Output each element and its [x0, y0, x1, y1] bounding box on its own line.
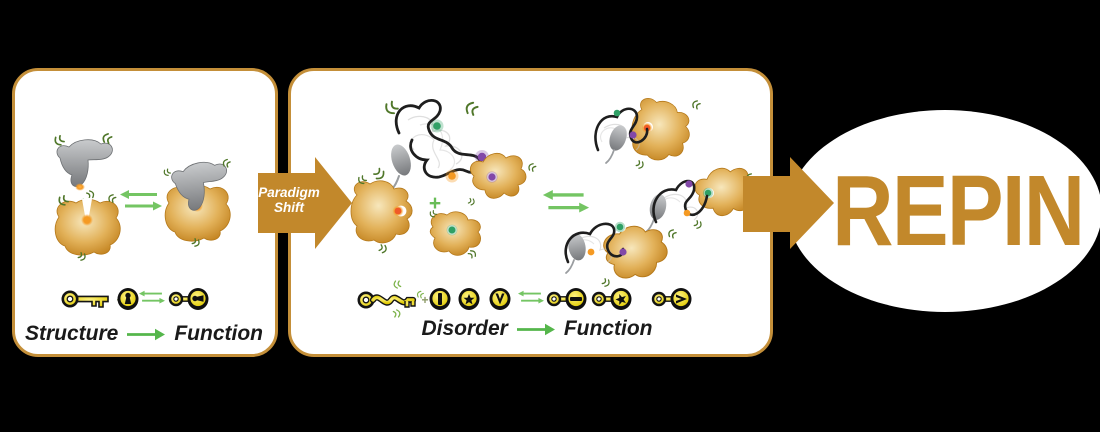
- lock-v-icon: [489, 288, 511, 310]
- equilibrium-arrows-icon: [517, 289, 545, 305]
- key-in-lock-bar-icon: [548, 288, 587, 310]
- lock-bar-icon: [429, 288, 451, 310]
- partner-protein-purple-icon: [467, 152, 537, 207]
- paradigm-shift-arrow: [258, 157, 352, 249]
- plus-icon: +: [421, 293, 428, 307]
- partner-protein-orange-icon: [350, 174, 413, 255]
- key-in-lock-star-icon: [593, 288, 632, 310]
- key-in-lock-icon: [170, 288, 209, 310]
- equilibrium-arrows-icon: [138, 289, 166, 305]
- plus-icon: +: [429, 192, 441, 215]
- disordered-protein-icon: [372, 99, 498, 192]
- equilibrium-arrows-icon: [541, 188, 591, 215]
- repin-arrow-icon: [743, 157, 834, 249]
- fuzzy-complex-bottom-icon: [564, 217, 678, 288]
- partner-protein-green-icon: [428, 209, 481, 260]
- flexible-key-icon: [357, 279, 425, 319]
- fuzzy-complex-top-icon: [594, 94, 702, 170]
- binding-pocket-protein-icon: [54, 193, 121, 262]
- repin-ellipse: [788, 110, 1100, 312]
- equilibrium-arrows-icon: [118, 188, 164, 212]
- key-in-lock-v-icon: [653, 288, 692, 310]
- key-icon: [61, 290, 110, 309]
- lock-icon: [117, 288, 139, 310]
- structure-function-panel: [12, 68, 278, 357]
- lock-star-icon: [458, 288, 480, 310]
- protein-complex-icon: [162, 157, 232, 248]
- fuzzy-complex-right-icon: [645, 163, 758, 233]
- folded-protein-icon: [52, 131, 114, 200]
